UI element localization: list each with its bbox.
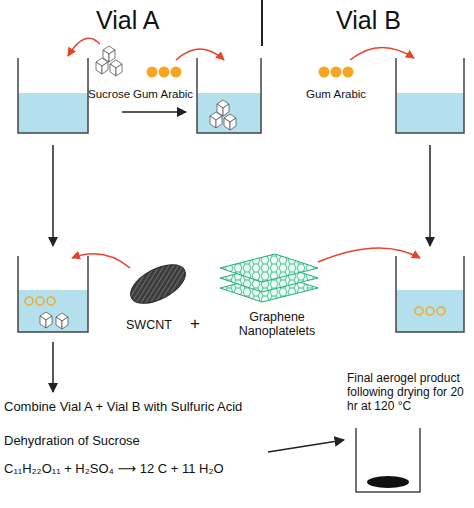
reaction-equation: C₁₁H₂₂O₁₁ + H₂SO₄ ⟶ 12 C + 11 H₂O (4, 462, 224, 477)
vial-title: Vial B (336, 6, 401, 35)
plus-sign: + (190, 314, 200, 334)
ingredient-label: SWCNT (126, 318, 172, 332)
ingredient-label: Graphene Nanoplatelets (222, 310, 332, 339)
ingredient-label: Gum Arabic (133, 88, 193, 101)
vial-title: Vial A (96, 6, 159, 35)
step-note: Combine Vial A + Vial B with Sulfuric Ac… (4, 400, 242, 415)
ingredient-label: Gum Arabic (306, 88, 366, 101)
ingredient-label: Sucrose (88, 88, 130, 101)
reaction-title: Dehydration of Sucrose (4, 434, 140, 449)
product-note: Final aerogel product following drying f… (347, 372, 471, 413)
